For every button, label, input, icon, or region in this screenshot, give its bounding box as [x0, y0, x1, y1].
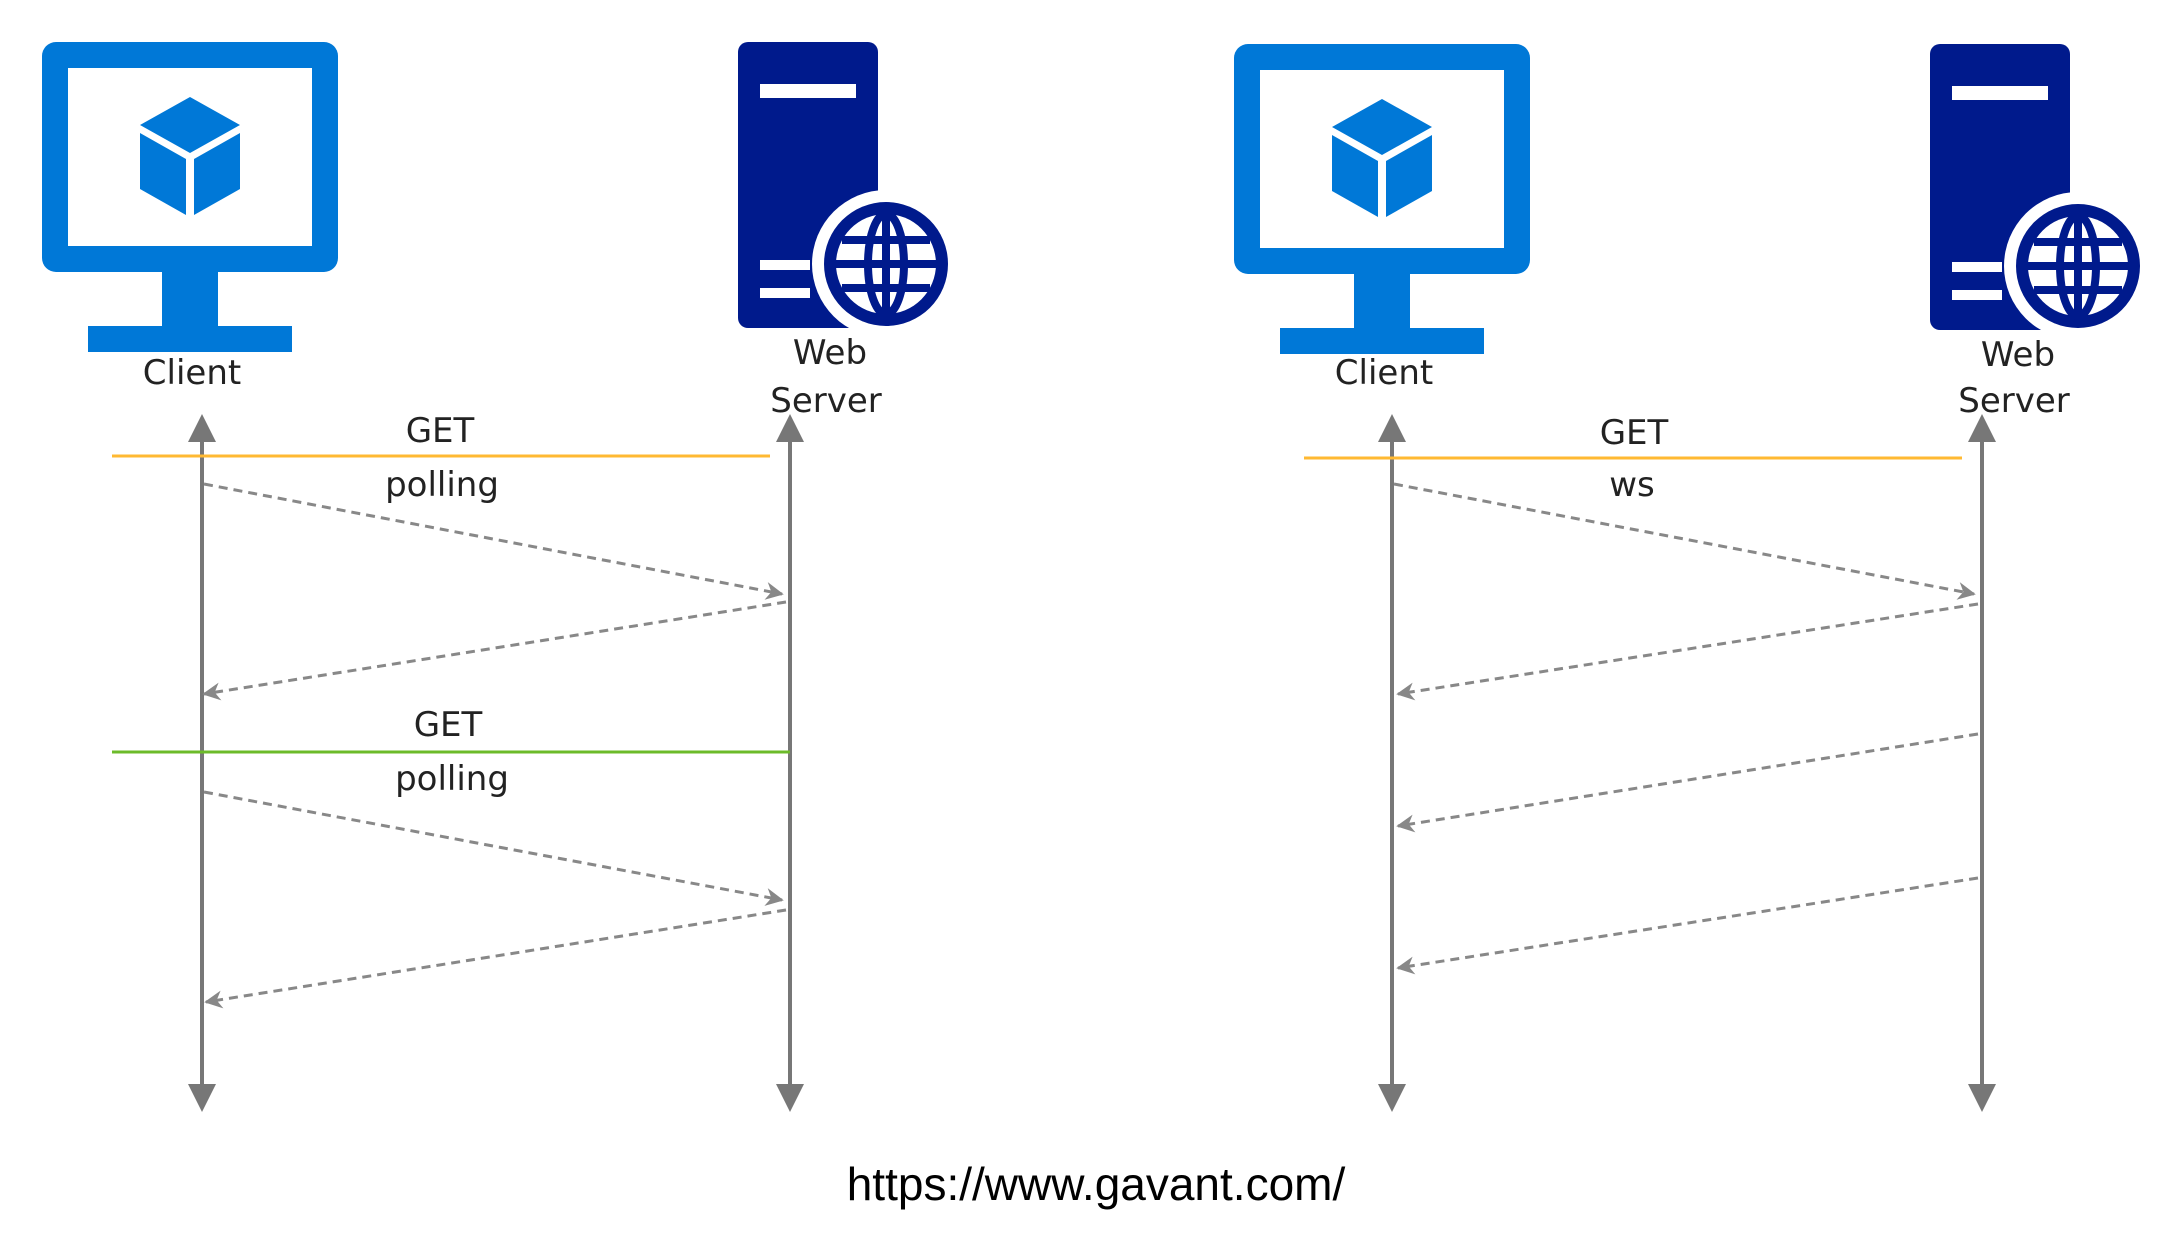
server-label-line2: Server — [1958, 381, 2070, 421]
client-label: Client — [1335, 353, 1433, 393]
cube-icon — [140, 97, 240, 215]
globe-icon — [812, 190, 960, 338]
message-arrow — [202, 600, 787, 701]
message-arrow — [1396, 602, 1979, 701]
server-label-line2: Server — [770, 381, 882, 421]
server-label-line1: Web — [1981, 335, 2055, 375]
request-2-method: GET — [414, 705, 483, 745]
message-arrow — [203, 482, 784, 600]
message-arrow — [1393, 482, 1976, 600]
message-arrow — [203, 790, 784, 906]
client-monitor-icon — [1234, 44, 1530, 354]
web-server-icon — [738, 42, 960, 338]
server-label-line1: Web — [793, 333, 867, 373]
client-label: Client — [143, 353, 241, 393]
left-panel: Client Web Server GET polling GET pollin… — [42, 42, 960, 1112]
client-monitor-icon — [42, 42, 338, 352]
request-1-method: GET — [1600, 413, 1669, 453]
request-1-method: GET — [406, 411, 475, 451]
cube-icon — [1332, 99, 1432, 217]
globe-icon — [2004, 192, 2152, 340]
message-arrow — [1396, 732, 1979, 833]
request-1-type: ws — [1609, 465, 1655, 505]
message-arrow — [1396, 876, 1979, 975]
request-1-type: polling — [385, 465, 499, 505]
right-panel: Client Web Server GET ws — [1234, 44, 2152, 1112]
message-arrow — [204, 908, 787, 1009]
source-url: https://www.gavant.com/ — [847, 1158, 1346, 1210]
web-server-icon — [1930, 44, 2152, 340]
request-2-type: polling — [395, 759, 509, 799]
